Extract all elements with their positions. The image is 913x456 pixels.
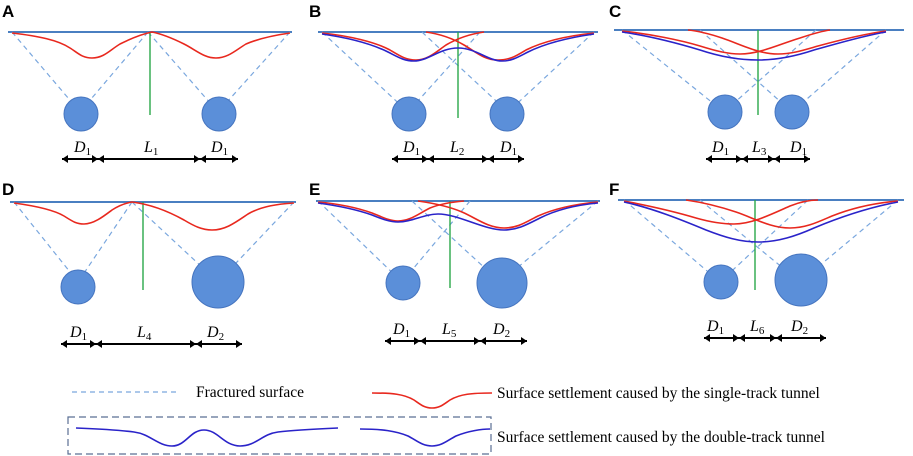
tunnel-left: [391, 96, 427, 132]
panel-label-f: F: [609, 180, 619, 199]
double-track-settlement-curve: [321, 33, 595, 62]
panel-c: C D1 L3 D1: [609, 2, 904, 163]
dimension-label-d: D1: [392, 321, 410, 340]
tunnel-right: [489, 96, 525, 132]
dimension-label-l: L3: [751, 139, 767, 158]
dimension-line: [704, 334, 826, 342]
legend-double-track-swatch: [359, 428, 491, 447]
fractured-surface-lines: [317, 200, 599, 283]
dimension-label-l: L2: [449, 139, 464, 158]
panel-e: E D1 L5 D2: [309, 180, 600, 345]
panel-label-c: C: [609, 2, 621, 21]
tunnel-left: [707, 94, 743, 130]
panel-d: D D1 L4 D2: [2, 180, 296, 348]
tunnel-left: [60, 269, 96, 305]
legend: Fractured surface Surface settlement cau…: [67, 384, 825, 455]
double-track-settlement-curve: [623, 201, 899, 243]
legend-double-track-box: [67, 416, 492, 455]
single-track-settlement-curve: [687, 29, 887, 55]
single-track-settlement-curve: [321, 31, 485, 61]
dimension-label-l: L6: [749, 318, 765, 337]
tunnel-right-large: [476, 257, 528, 309]
single-track-settlement-curve: [621, 29, 831, 55]
panel-label-d: D: [2, 180, 14, 199]
single-track-settlement-curve: [425, 31, 595, 61]
dimension-label-d: D1: [706, 318, 724, 337]
legend-fractured-label: Fractured surface: [196, 384, 304, 401]
dimension-line: [385, 337, 527, 345]
tunnel-right-large: [774, 253, 828, 307]
dimension-label-d: D2: [790, 318, 808, 337]
fractured-surface-lines: [321, 31, 595, 113]
tunnel-right-large: [191, 255, 245, 309]
fractured-surface-lines: [13, 201, 295, 283]
tunnel-left: [385, 265, 421, 301]
dimension-label-l: L1: [143, 139, 158, 158]
dimension-label-d: D1: [711, 139, 729, 158]
legend-double-label: Surface settlement caused by the double-…: [497, 429, 825, 446]
single-track-settlement-curve: [317, 200, 465, 222]
dimension-label-d: D1: [73, 139, 91, 158]
dimension-label-l: L4: [136, 324, 152, 343]
fractured-surface-lines: [621, 29, 887, 113]
dimension-label-d: D1: [402, 139, 420, 158]
dimension-line: [61, 340, 242, 348]
panel-label-e: E: [309, 180, 320, 199]
single-track-settlement-curve: [13, 201, 295, 231]
tunnel-right: [201, 96, 237, 132]
dimension-label-d: D1: [499, 139, 517, 158]
dimension-label-d: D2: [492, 321, 510, 340]
single-track-settlement-curve: [623, 199, 819, 225]
dimension-line: [62, 155, 238, 163]
double-track-settlement-curve: [317, 202, 599, 231]
dimension-label-l: L5: [441, 321, 457, 340]
panel-f: F D1 L6 D2: [609, 180, 904, 342]
dimension-label-d: D1: [69, 324, 87, 343]
panel-b: B D1 L2 D1: [309, 2, 598, 163]
legend-single-track-swatch: [371, 392, 493, 409]
tunnel-right: [774, 94, 810, 130]
panel-label-a: A: [2, 2, 14, 21]
panel-a: A D1 L1 D1: [2, 2, 292, 163]
dimension-line: [392, 155, 524, 163]
double-track-settlement-curve: [621, 31, 887, 61]
dimension-label-d: D1: [789, 139, 807, 158]
single-track-settlement-curve: [417, 200, 599, 229]
fractured-surface-lines: [623, 199, 899, 283]
dimension-label-d: D1: [210, 139, 228, 158]
tunnel-left: [703, 264, 739, 300]
fractured-surface-lines: [11, 31, 291, 113]
single-track-settlement-curve: [685, 199, 899, 229]
dimension-line: [706, 155, 810, 163]
legend-single-label: Surface settlement caused by the single-…: [497, 385, 820, 402]
panel-label-b: B: [309, 2, 321, 21]
dimension-label-d: D2: [206, 324, 224, 343]
tunnel-left: [63, 96, 99, 132]
single-track-settlement-curve: [11, 31, 291, 59]
legend-double-track-swatch: [75, 427, 339, 447]
